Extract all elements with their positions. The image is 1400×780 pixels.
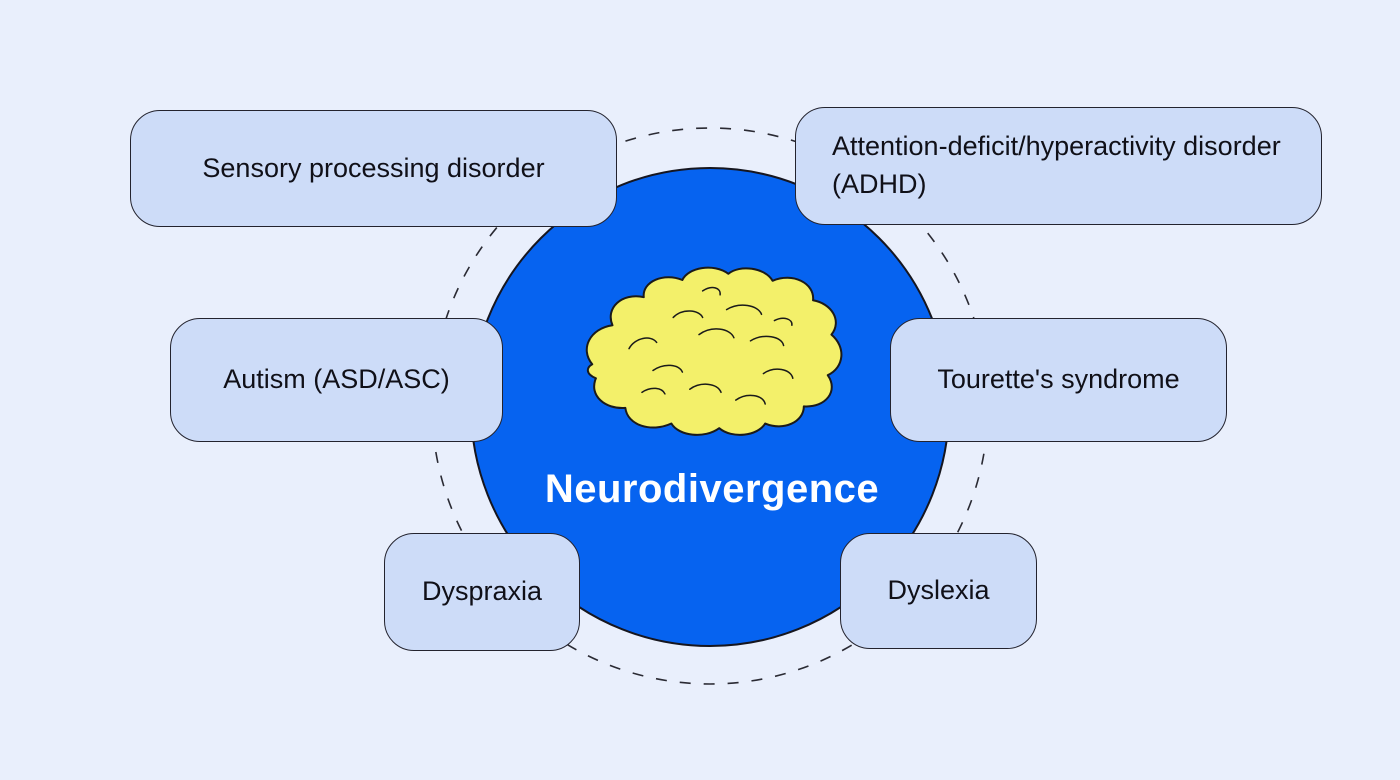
- node-label: Tourette's syndrome: [937, 364, 1180, 395]
- node-dyspraxia: Dyspraxia: [384, 533, 580, 651]
- node-label: Autism (ASD/ASC): [223, 364, 450, 395]
- node-label: Attention-deficit/hyperactivity disorder…: [832, 131, 1281, 199]
- brain-icon: [587, 268, 842, 435]
- node-sensory-processing-disorder: Sensory processing disorder: [130, 110, 617, 227]
- node-label: Dyspraxia: [421, 576, 543, 607]
- node-adhd: Attention-deficit/hyperactivity disorder…: [795, 107, 1322, 225]
- node-label: Sensory processing disorder: [202, 152, 545, 183]
- node-label: Dyslexia: [887, 575, 990, 606]
- center-title: Neurodivergence: [544, 467, 880, 511]
- node-dyslexia: Dyslexia: [840, 533, 1037, 649]
- brain-fold-lines: [629, 288, 793, 404]
- node-tourettes-syndrome: Tourette's syndrome: [890, 318, 1227, 442]
- node-autism: Autism (ASD/ASC): [170, 318, 503, 442]
